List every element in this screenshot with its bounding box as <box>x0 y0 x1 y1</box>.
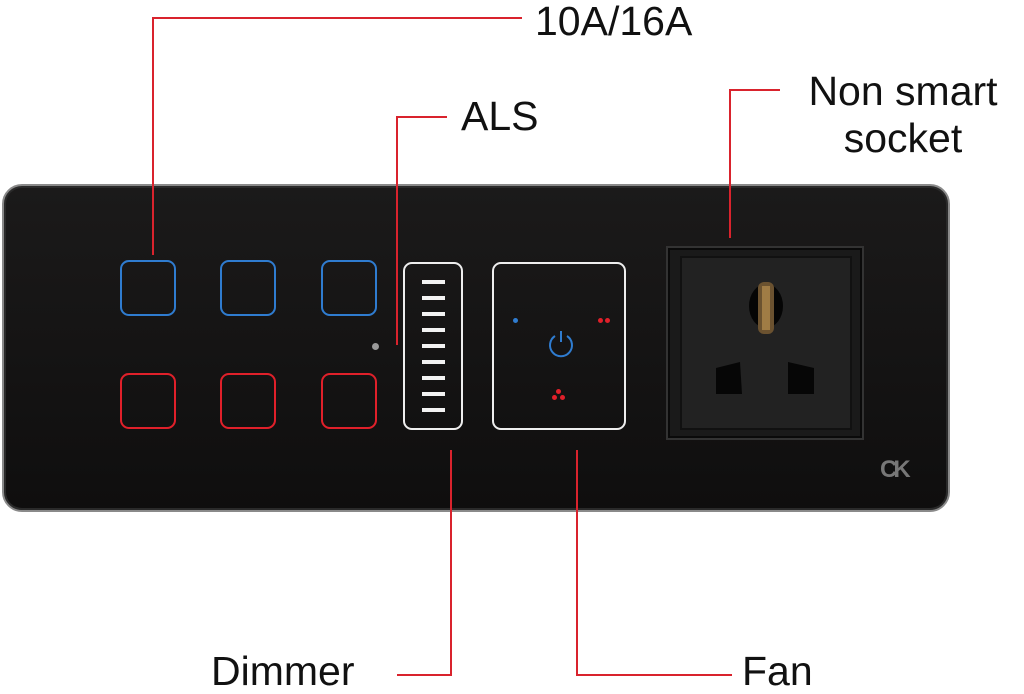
label-socket-line2: socket <box>843 115 963 162</box>
fan-speed-2-icon <box>598 318 603 323</box>
label-als: ALS <box>461 93 539 139</box>
touch-button-top-1[interactable] <box>120 260 176 316</box>
label-fan: Fan <box>742 648 813 694</box>
fan-control[interactable] <box>492 262 626 430</box>
touch-button-top-3[interactable] <box>321 260 377 316</box>
touch-button-bottom-1[interactable] <box>120 373 176 429</box>
als-sensor-dot <box>372 343 379 350</box>
label-non-smart-socket: Non smart socket <box>786 68 1020 162</box>
socket-outlet-icon <box>716 282 814 394</box>
touch-button-bottom-3[interactable] <box>321 373 377 429</box>
label-relay-rating: 10A/16A <box>535 0 693 44</box>
touch-button-bottom-2[interactable] <box>220 373 276 429</box>
brand-logo: CK <box>880 456 911 483</box>
power-icon <box>549 331 573 358</box>
non-smart-socket <box>668 248 862 438</box>
dimmer-slider[interactable] <box>403 262 463 430</box>
fan-speed-1-icon <box>513 318 518 323</box>
label-socket-line1: Non smart <box>808 68 998 114</box>
fan-speed-3-icon <box>556 389 561 394</box>
label-dimmer: Dimmer <box>211 648 355 694</box>
touch-button-top-2[interactable] <box>220 260 276 316</box>
